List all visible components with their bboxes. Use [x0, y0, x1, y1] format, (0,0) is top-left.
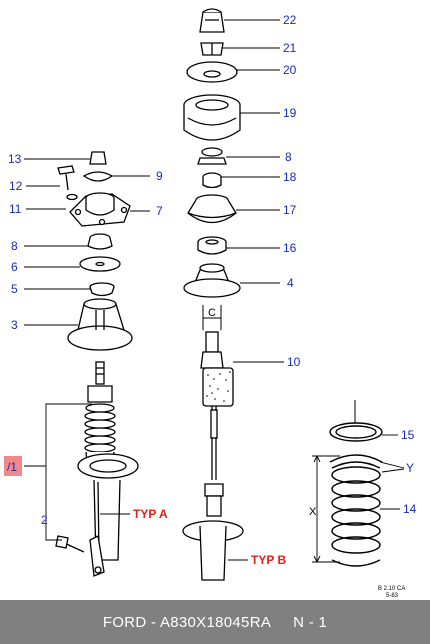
callout-leader-lines [24, 19, 400, 561]
stamp-line-2: 5-83 [386, 593, 399, 599]
callout-11: 11 [9, 202, 22, 216]
callout-2: 2 [41, 513, 48, 527]
stamp-line-1: B 2.10 CA [378, 586, 405, 592]
typ-a-label: TYP A [133, 507, 168, 521]
right-strut-assembly [182, 8, 244, 581]
callout-20: 20 [283, 63, 297, 77]
exploded-suspension-diagram: 22 21 20 19 8 18 17 16 4 10 15 14 13 12 … [4, 8, 417, 599]
callout-14: 14 [403, 502, 417, 516]
coil-spring [329, 400, 383, 567]
spring-dimension-lines [312, 455, 405, 563]
callout-15: 15 [401, 428, 415, 442]
callout-21: 21 [283, 41, 297, 55]
callout-22: 22 [283, 13, 297, 27]
callout-12: 12 [9, 179, 23, 193]
callout-13: 13 [8, 152, 22, 166]
callout-19: 19 [283, 106, 297, 120]
left-strut-assembly [55, 151, 139, 577]
footer-part-number: FORD - A830X18045RA [102, 613, 272, 631]
callout-10: 10 [287, 355, 301, 369]
dim-y-label: Y [406, 461, 414, 475]
bump-stop-texture [206, 371, 231, 402]
callout-9: 9 [156, 169, 163, 183]
callout-4: 4 [287, 276, 294, 290]
typ-b-label: TYP B [251, 553, 286, 567]
callout-8-left: 8 [11, 239, 18, 253]
drawing-stamp: B 2.10 CA 5-83 [378, 586, 405, 599]
dim-x-label: X [309, 506, 317, 518]
dimension-letters: C X Y [208, 307, 414, 518]
callout-5: 5 [11, 282, 18, 296]
callout-16: 16 [283, 241, 297, 255]
callout-numbers: 22 21 20 19 8 18 17 16 4 10 15 14 13 12 … [7, 13, 417, 527]
footer-index: N - 1 [293, 613, 328, 631]
callout-7: 7 [156, 204, 163, 218]
type-labels: TYP A TYP B [133, 507, 286, 567]
callout-3: 3 [11, 318, 18, 332]
footer-bar: FORD - A830X18045RA N - 1 [0, 600, 430, 644]
callout-17: 17 [283, 203, 297, 217]
callout-6: 6 [11, 260, 18, 274]
highlight-callout-1 [4, 456, 22, 476]
dim-c-label: C [208, 307, 216, 319]
callout-1: /1 [7, 460, 17, 474]
callout-18: 18 [283, 170, 297, 184]
callout-8-right: 8 [285, 150, 292, 164]
